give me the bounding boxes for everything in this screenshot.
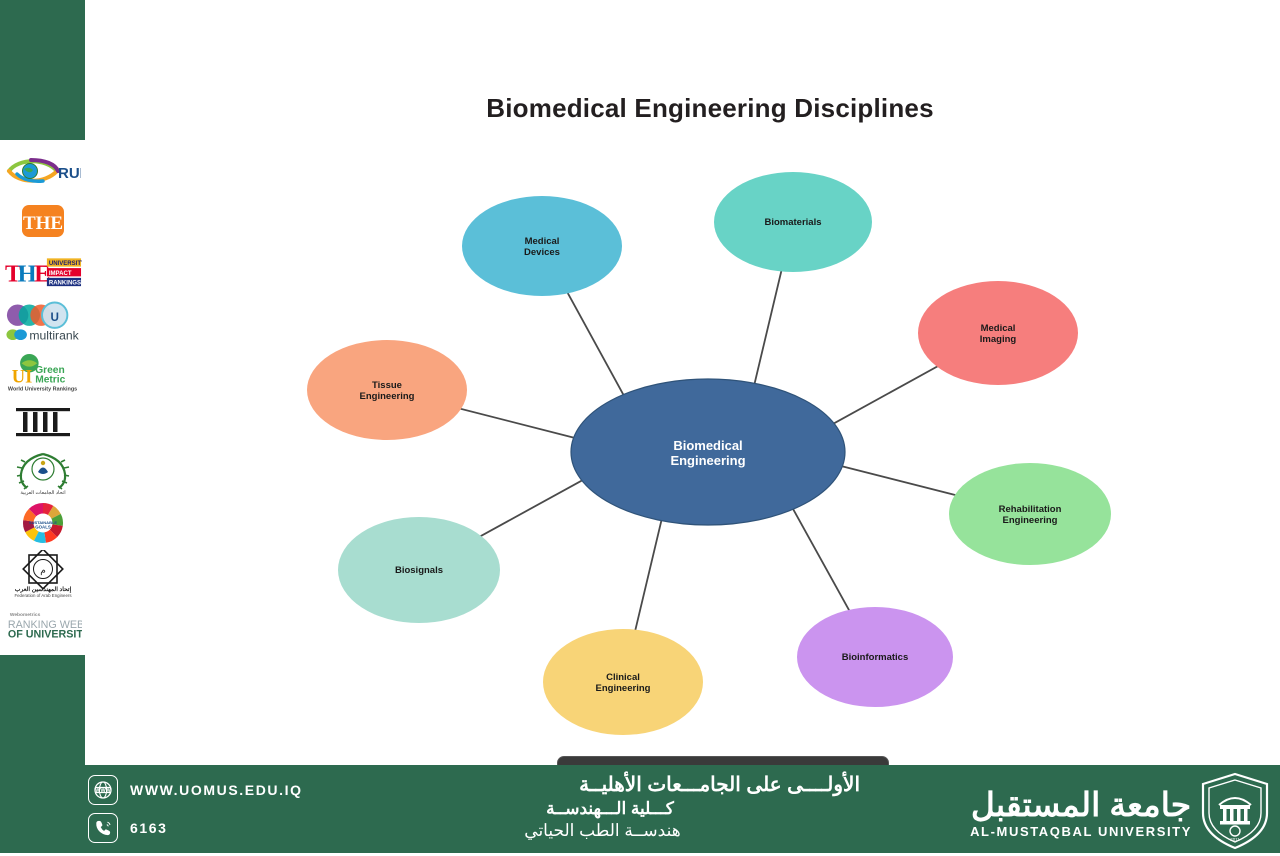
globe-www-icon: WWW (88, 775, 118, 805)
association-of-arab-universities-logo: اتحاد الجامعات العربية (4, 448, 82, 498)
university-name-arabic: جامعة المستقبل (970, 786, 1192, 823)
svg-text:اتحاد الجامعات العربية: اتحاد الجامعات العربية (20, 490, 65, 496)
node-clinical-engineering[interactable] (543, 629, 703, 735)
university-wordmark: جامعة المستقبل AL-MUSTAQBAL UNIVERSITY (970, 788, 1192, 839)
node-medical-imaging[interactable] (918, 281, 1078, 385)
svg-text:إتحاد المهندسين العرب: إتحاد المهندسين العرب (14, 586, 71, 593)
footer-tagline: الأولــــى على الجامـــعات الأهليــة (579, 774, 860, 796)
footer-college: كـــلية الـــهندســة (546, 799, 674, 818)
rankings-logo-panel: RUR THE T H E UNIVERSITY IMPACT (0, 140, 85, 655)
u-multirank-logo: U multirank (4, 297, 82, 347)
svg-text:2011: 2011 (1230, 837, 1240, 842)
node-biosignals[interactable] (338, 517, 500, 623)
times-higher-education-logo: THE (4, 196, 82, 246)
phone-text: 6163 (130, 820, 168, 836)
node-label-biomaterials: Biomaterials (764, 217, 821, 228)
svg-text:Federation of Arab Engineers: Federation of Arab Engineers (14, 593, 72, 598)
svg-text:THE: THE (22, 213, 62, 234)
slide-footer: WWW WWW.UOMUS.EDU.IQ 6163 الأولــــى على… (0, 765, 1280, 853)
sustainable-development-goals-logo: SUSTAINABLE GOALS (4, 498, 82, 548)
svg-text:multirank: multirank (29, 329, 79, 343)
svg-text:RANKING WEB: RANKING WEB (7, 619, 81, 631)
svg-text:UNIVERSITY: UNIVERSITY (48, 261, 81, 267)
svg-text:U: U (50, 311, 58, 324)
university-name-latin: AL-MUSTAQBAL UNIVERSITY (970, 824, 1192, 839)
webometrics-ranking-web-logo: Webometrics RANKING WEB OF UNIVERSITIES (4, 599, 81, 649)
svg-text:T: T (4, 260, 20, 287)
svg-text:E: E (34, 260, 50, 287)
svg-text:Webometrics: Webometrics (9, 612, 40, 618)
node-rehabilitation-engineering[interactable] (949, 463, 1111, 565)
svg-text:UI: UI (11, 367, 32, 388)
sidebar-green-band: RUR THE T H E UNIVERSITY IMPACT (0, 0, 85, 765)
node-label-biosignals: Biosignals (395, 565, 443, 576)
phone-row[interactable]: 6163 (88, 813, 303, 843)
the-university-impact-rankings-logo: T H E UNIVERSITY IMPACT RANKINGS (4, 247, 82, 297)
svg-text:World University Rankings: World University Rankings (7, 387, 76, 393)
svg-text:م: م (40, 565, 46, 576)
footer-arabic-block: الأولــــى على الجامـــعات الأهليــة كــ… (400, 773, 860, 842)
node-medical-devices[interactable] (462, 196, 622, 296)
svg-text:Green: Green (35, 365, 65, 376)
university-branding: جامعة المستقبل AL-MUSTAQBAL UNIVERSITY 2… (970, 771, 1272, 856)
svg-text:GOALS: GOALS (35, 525, 51, 530)
columns-institution-logo (4, 397, 82, 447)
svg-text:RANKINGS: RANKINGS (48, 280, 80, 286)
node-label-bioinformatics: Bioinformatics (842, 652, 909, 663)
ui-greenmetric-logo: UI Green Metric World University Ranking… (4, 347, 82, 397)
svg-text:SUSTAINABLE: SUSTAINABLE (28, 520, 56, 525)
svg-text:WWW: WWW (95, 788, 111, 794)
node-biomaterials[interactable] (714, 172, 872, 272)
website-text: WWW.UOMUS.EDU.IQ (130, 782, 303, 798)
svg-text:OF UNIVERSITIES: OF UNIVERSITIES (7, 628, 81, 640)
rur-rankings-logo: RUR (4, 146, 82, 196)
university-crest-icon: 2011 (1198, 771, 1272, 856)
svg-text:Metric: Metric (35, 375, 65, 386)
page-title: Biomedical Engineering Disciplines (486, 93, 934, 123)
svg-text:RUR: RUR (58, 165, 81, 182)
footer-department: هندســة الطب الحياتي (524, 821, 681, 841)
footer-contact-group: WWW WWW.UOMUS.EDU.IQ 6163 (88, 775, 303, 843)
svg-text:IMPACT: IMPACT (48, 271, 71, 277)
node-tissue-engineering[interactable] (307, 340, 467, 440)
federation-of-arab-engineers-logo: م إتحاد المهندسين العرب Federation of Ar… (4, 548, 82, 598)
node-bioinformatics[interactable] (797, 607, 953, 707)
website-row[interactable]: WWW WWW.UOMUS.EDU.IQ (88, 775, 303, 805)
phone-icon (88, 813, 118, 843)
svg-text:H: H (17, 260, 36, 287)
